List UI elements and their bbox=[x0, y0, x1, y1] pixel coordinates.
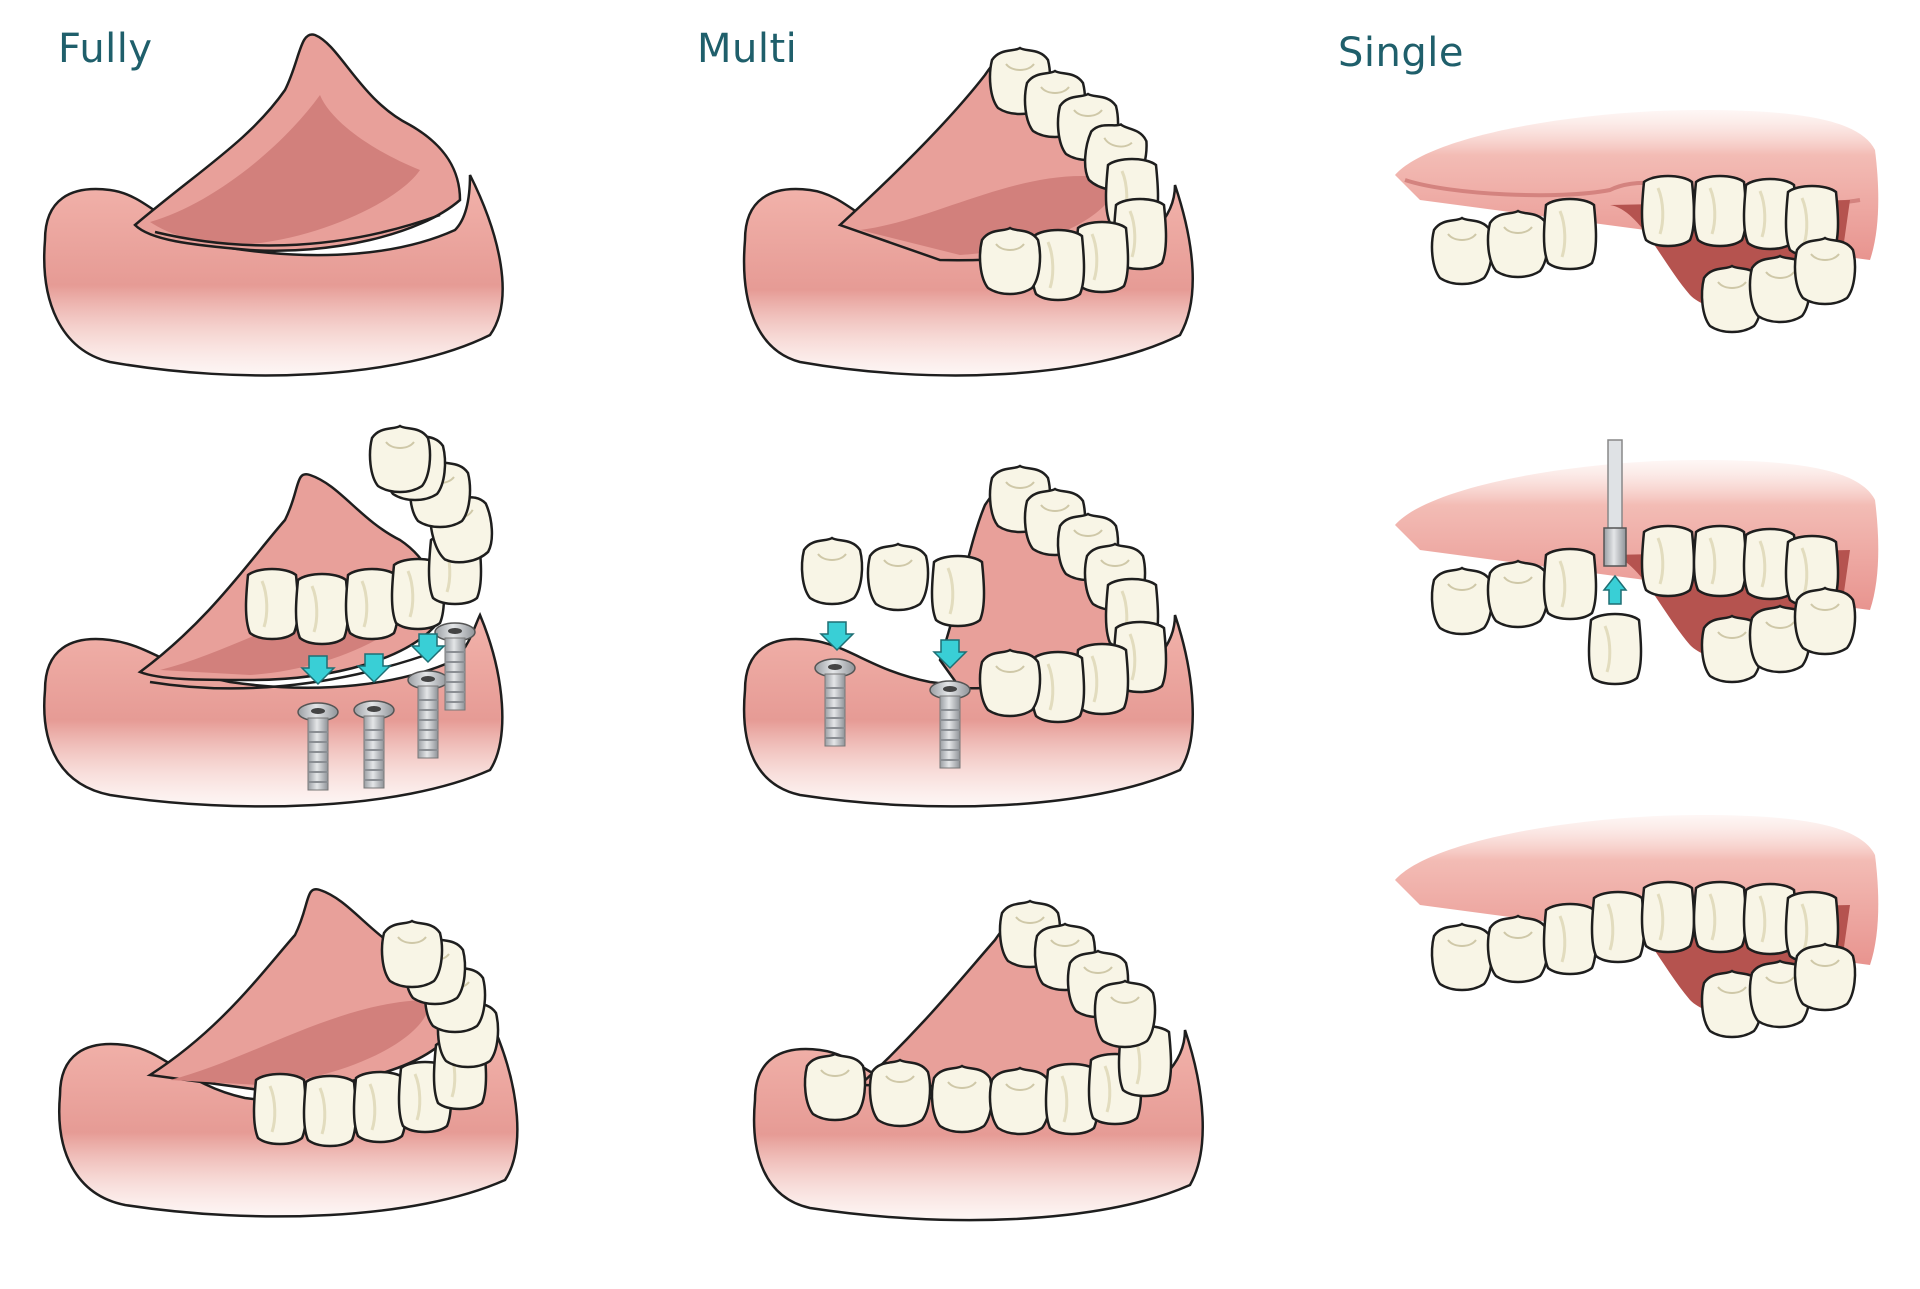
implant-post bbox=[1607, 439, 1623, 531]
column-title-multi: Multi bbox=[697, 26, 798, 72]
fully-step1-toothless-jaw bbox=[43, 33, 504, 377]
arrow-up-icon bbox=[1602, 574, 1628, 605]
fully-step3-restored-jaw bbox=[58, 888, 519, 1218]
single-step1-missing-tooth bbox=[1395, 110, 1879, 334]
multi-step3-restored-jaw bbox=[752, 899, 1204, 1222]
implant-abutment bbox=[1603, 527, 1627, 567]
multi-step1-partial-missing bbox=[742, 46, 1194, 377]
single-step3-restored-tooth bbox=[1395, 815, 1879, 1039]
multi-step2-implant-bridge bbox=[742, 464, 1194, 808]
column-title-fully: Fully bbox=[58, 26, 153, 72]
replacement-crown bbox=[1587, 612, 1643, 686]
column-title-single: Single bbox=[1338, 30, 1464, 76]
fully-step2-implants-and-denture bbox=[43, 424, 504, 808]
single-step2-single-implant bbox=[1395, 439, 1879, 686]
